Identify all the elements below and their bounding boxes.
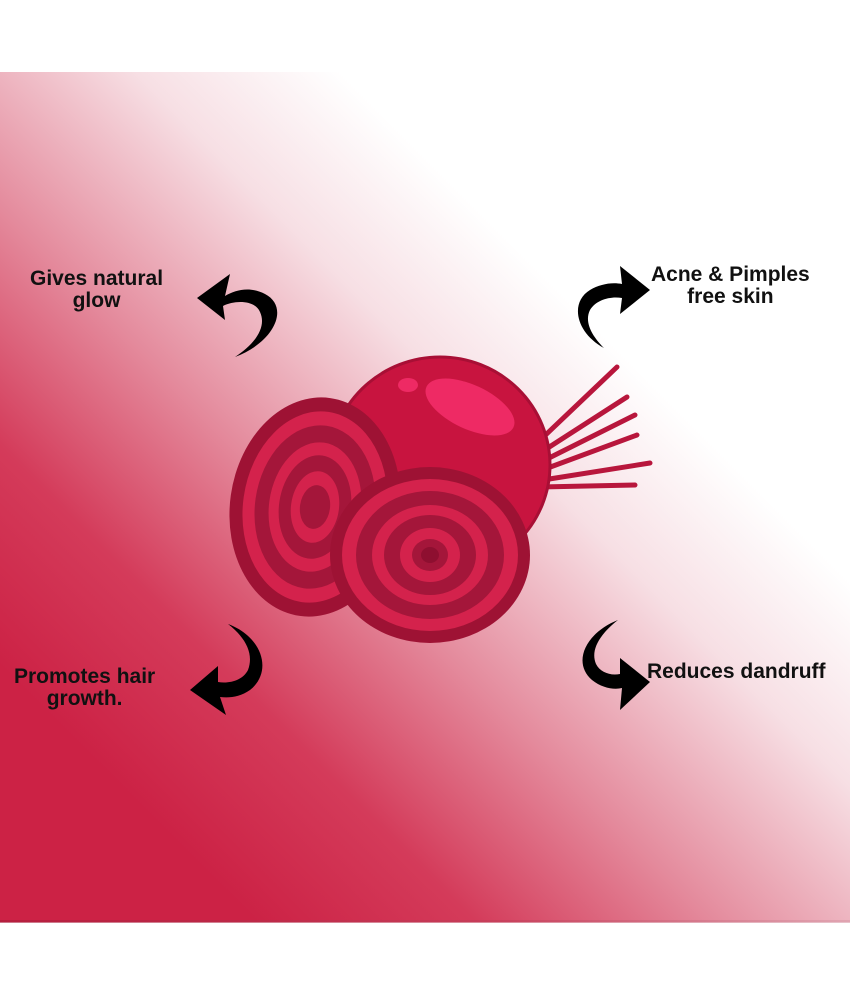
benefit-label-acne: Acne & Pimples free skin — [651, 264, 810, 308]
benefit-text-line2: growth. — [46, 687, 123, 710]
benefit-text-line1: Acne & Pimples — [651, 263, 810, 286]
beet-root-tails — [532, 364, 653, 490]
curved-arrow-icon — [577, 266, 650, 348]
benefit-label-dandruff: Reduces dandruff — [647, 661, 826, 683]
panel-bottom-edge — [0, 920, 850, 923]
curved-arrow-icon — [190, 624, 263, 715]
curved-arrow-icon — [582, 620, 650, 710]
benefit-text-line2: free skin — [687, 285, 774, 308]
benefit-text-line2: glow — [72, 289, 121, 312]
benefit-text-line1: Reduces dandruff — [647, 660, 826, 683]
benefit-text-line1: Gives natural — [30, 267, 164, 290]
benefit-label-hair: Promotes hair growth. — [14, 666, 155, 710]
benefit-text-line1: Promotes hair — [14, 665, 156, 688]
benefit-label-glow: Gives natural glow — [30, 268, 163, 312]
curved-arrow-icon — [197, 274, 278, 357]
beetroot-illustration — [229, 355, 653, 643]
beet-slice-front — [330, 467, 530, 643]
